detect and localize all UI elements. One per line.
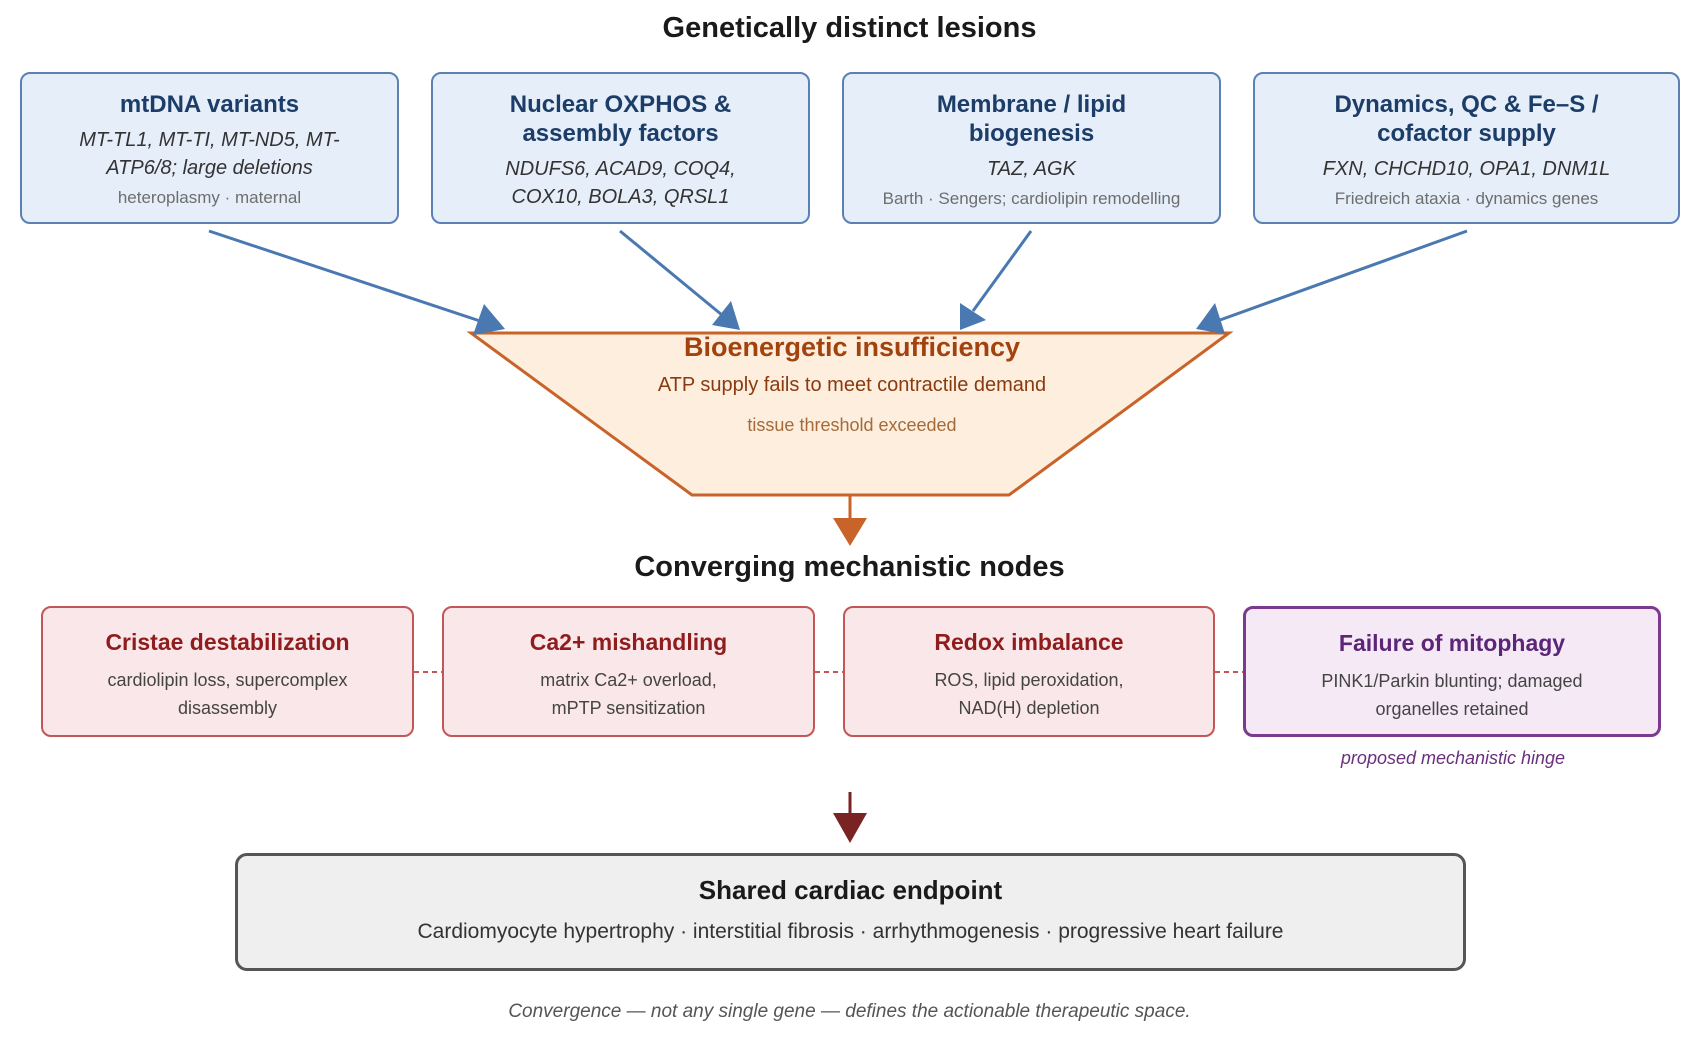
lesion-genes: MT-TL1, MT-TI, MT-ND5, MT-ATP6/8; large … (79, 129, 340, 179)
funnel-down-arrow (833, 495, 867, 546)
bioenergetic-subtitle: ATP supply fails to meet contractile dem… (657, 374, 1047, 396)
bioenergetic-title: Bioenergetic insufficiency (683, 332, 1021, 362)
lesion-note: heteroplasmy · maternal (117, 188, 302, 207)
lesion-arrow-3 (960, 230, 1033, 330)
lesion-note: Barth · Sengers; cardiolipin remodelling (882, 189, 1181, 208)
lesion-title: Membrane / lipid biogenesis (936, 91, 1127, 147)
bioenergetic-insufficiency: Bioenergetic insufficiency ATP supply fa… (470, 330, 1234, 437)
node-title: Redox imbalance (934, 629, 1124, 655)
endpoint-down-arrow (833, 792, 867, 843)
lesion-genes: FXN, CHCHD10, OPA1, DNM1L (1322, 158, 1611, 180)
node-title: Failure of mitophagy (1338, 630, 1566, 656)
endpoint-body: Cardiomyocyte hypertrophy · interstitial… (417, 920, 1284, 943)
lesion-card-membrane-lipid: Membrane / lipid biogenesis TAZ, AGK Bar… (842, 72, 1221, 224)
lesion-arrow-4 (1196, 229, 1468, 334)
lesion-card-nuclear-oxphos: Nuclear OXPHOS & assembly factors NDUFS6… (431, 72, 810, 224)
node-failure-of-mitophagy: Failure of mitophagy PINK1/Parkin blunti… (1243, 606, 1661, 737)
node-body: cardiolipin loss, supercomplex disassemb… (107, 670, 348, 718)
bioenergetic-funnel (466, 331, 1234, 497)
mid-heading: Converging mechanistic nodes (634, 551, 1065, 583)
node-body: matrix Ca2+ overload, mPTP sensitization (540, 670, 717, 718)
lesion-card-mtdna: mtDNA variants MT-TL1, MT-TI, MT-ND5, MT… (20, 72, 399, 224)
lesion-arrow-2 (619, 229, 740, 330)
node-title: Ca2+ mishandling (529, 629, 728, 655)
lesion-card-dynamics-qc: Dynamics, QC & Fe–S / cofactor supply FX… (1253, 72, 1680, 224)
node-redox-imbalance: Redox imbalance ROS, lipid peroxidation,… (843, 606, 1215, 737)
lesion-genes: NDUFS6, ACAD9, COQ4, COX10, BOLA3, QRSL1 (505, 158, 736, 208)
bioenergetic-threshold: tissue threshold exceeded (747, 415, 957, 435)
lesion-title: Dynamics, QC & Fe–S / cofactor supply (1334, 91, 1599, 147)
lesion-note: Friedreich ataxia · dynamics genes (1334, 189, 1599, 208)
lesion-genes: TAZ, AGK (987, 158, 1076, 180)
node-ca-mishandling: Ca2+ mishandling matrix Ca2+ overload, m… (442, 606, 815, 737)
node-title: Cristae destabilization (105, 629, 350, 655)
shared-cardiac-endpoint: Shared cardiac endpoint Cardiomyocyte hy… (235, 853, 1466, 971)
lesion-arrow-1 (208, 229, 505, 335)
lesion-title: mtDNA variants (119, 91, 300, 118)
hinge-label: proposed mechanistic hinge (1340, 748, 1566, 768)
footer-caption: Convergence — not any single gene — defi… (508, 1001, 1191, 1022)
lesion-title: Nuclear OXPHOS & assembly factors (509, 91, 732, 147)
node-body: PINK1/Parkin blunting; damaged organelle… (1321, 671, 1583, 719)
node-body: ROS, lipid peroxidation, NAD(H) depletio… (934, 670, 1124, 718)
top-heading: Genetically distinct lesions (662, 12, 1037, 44)
node-cristae-destabilization: Cristae destabilization cardiolipin loss… (41, 606, 414, 737)
endpoint-title: Shared cardiac endpoint (698, 875, 1003, 905)
